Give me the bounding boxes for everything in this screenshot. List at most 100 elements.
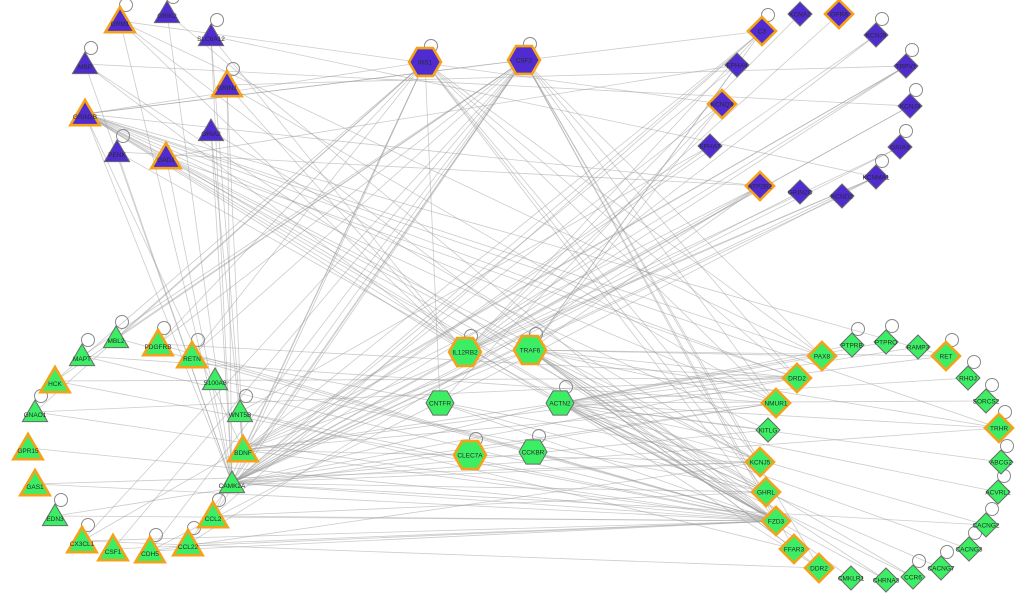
node-shape-RET[interactable] [930,340,962,372]
node-CLEC7A[interactable]: CLEC7A [452,439,488,471]
node-GRIK2[interactable]: GRIK2 [153,0,181,24]
node-shape-DRD2[interactable] [781,362,813,394]
node-IL12RB2[interactable]: IL12RB2 [447,336,483,368]
node-KCNMA1[interactable]: KCNMA1 [862,164,890,190]
node-MAPT[interactable]: MAPT [68,343,96,367]
node-SORCS2[interactable]: SORCS2 [973,388,1000,414]
node-GRIN1[interactable]: GRIN1 [210,68,244,98]
node-PTPRB[interactable]: PTPRB [839,332,865,358]
node-shape-GAD1[interactable] [149,140,183,170]
node-shape-GNAO1[interactable] [21,399,49,423]
node-DDR2[interactable]: DDR2 [803,552,835,584]
node-shape-WNT5B[interactable] [226,399,254,423]
node-shape-PAX8[interactable] [806,340,838,372]
node-shape-CX3CL1[interactable] [65,524,99,554]
node-shape-ATP2B2[interactable] [744,170,776,202]
node-shape-IL12RB2[interactable] [447,336,483,368]
node-GRIA3[interactable]: GRIA3 [887,134,913,160]
node-EPHA7[interactable]: EPHA7 [697,133,723,159]
node-GAS1[interactable]: GAS1 [18,467,52,497]
node-shape-GAS1[interactable] [18,467,52,497]
node-shape-FFAR3[interactable] [778,533,810,565]
node-shape-MBL2[interactable] [102,325,130,349]
node-shape-SORCS2[interactable] [973,388,999,414]
node-shape-CAMK2A[interactable] [218,470,246,494]
node-shape-CACNG3[interactable] [956,536,982,562]
node-shape-PTPRO[interactable] [873,329,899,355]
node-shape-CSF2[interactable] [506,44,542,76]
node-shape-KCNJ3[interactable] [897,93,923,119]
node-shape-GRIN2C[interactable] [787,179,813,205]
node-IRS1[interactable]: IRS1 [407,46,443,78]
node-shape-RAMP3[interactable] [905,334,931,360]
node-shape-C3[interactable] [746,15,778,47]
node-shape-EPHA7[interactable] [697,133,723,159]
node-shape-CDH5[interactable] [133,534,167,564]
node-shape-MBP[interactable] [71,51,99,75]
node-shape-BDNF[interactable] [226,433,260,463]
node-shape-CACNG7[interactable] [928,555,954,581]
node-GRIN2C[interactable]: GRIN2C [787,179,813,205]
node-GNAO1[interactable]: GNAO1 [21,399,49,423]
node-CSF2[interactable]: CSF2 [506,44,542,76]
node-shape-CLEC7A[interactable] [452,439,488,471]
node-MBP[interactable]: MBP [71,51,99,75]
node-shape-CACNG2[interactable] [973,512,999,538]
node-shape-S100A8[interactable] [201,367,229,391]
node-shape-SLC6A12[interactable] [197,23,225,47]
node-shape-CCR6[interactable] [900,564,926,590]
node-shape-CHRNA3[interactable] [873,567,899,593]
node-shape-EDN3[interactable] [41,503,69,527]
node-shape-GRM1[interactable] [103,4,137,34]
node-CHRNA3[interactable]: CHRNA3 [873,567,900,593]
node-shape-GRIK2[interactable] [153,0,181,24]
node-PDGFRB[interactable]: PDGFRB [141,327,175,357]
node-shape-FZD3[interactable] [760,505,792,537]
node-shape-GHRL[interactable] [750,476,782,508]
node-CCL2[interactable]: CCL2 [196,499,230,529]
node-shape-PDGFRB[interactable] [141,327,175,357]
node-KCNJ3[interactable]: KCNJ3 [897,93,923,119]
node-shape-RHOJ[interactable] [955,365,981,391]
node-shape-ACTN2[interactable] [545,390,575,416]
node-shape-MAPT[interactable] [68,343,96,367]
node-CACNG2[interactable]: CACNG2 [972,512,1000,538]
node-shape-KCND2[interactable] [829,183,855,209]
node-shape-TRPV1[interactable] [893,53,919,79]
node-shape-GPR15[interactable] [11,431,45,461]
node-CCR6[interactable]: CCR6 [900,564,926,590]
node-shape-KCNA1[interactable] [787,1,813,27]
node-shape-KITLG[interactable] [755,417,781,443]
node-shape-GRIA3[interactable] [887,134,913,160]
node-CACNG3[interactable]: CACNG3 [955,536,983,562]
node-PENK[interactable]: PENK [103,139,131,163]
node-shape-HCK[interactable] [38,364,72,394]
node-shape-GPR6[interactable] [823,0,855,30]
node-KCNQ3[interactable]: KCNQ3 [706,88,738,120]
node-shape-CSF1[interactable] [96,532,130,562]
node-CMKLR1[interactable]: CMKLR1 [838,565,865,591]
node-shape-IRS1[interactable] [407,46,443,78]
node-shape-GRIA2[interactable] [197,118,225,142]
node-shape-TRHR[interactable] [983,412,1015,444]
node-shape-KCNJ5[interactable] [744,446,776,478]
node-MBL2[interactable]: MBL2 [102,325,130,349]
node-RETN[interactable]: RETN [175,339,209,369]
node-shape-CNTFR[interactable] [425,390,455,416]
node-TRHR[interactable]: TRHR [983,412,1015,444]
node-TRPV1[interactable]: TRPV1 [893,53,919,79]
node-GRM1[interactable]: GRM1 [103,4,137,34]
node-shape-GRIN1[interactable] [210,68,244,98]
node-CSF1[interactable]: CSF1 [96,532,130,562]
node-shape-DDR2[interactable] [803,552,835,584]
node-FFAR3[interactable]: FFAR3 [778,533,810,565]
node-shape-NMUR1[interactable] [760,387,792,419]
node-shape-CCKBR[interactable] [518,439,548,465]
node-GHRL[interactable]: GHRL [750,476,782,508]
node-TRAF6[interactable]: TRAF6 [512,334,548,366]
node-KITLG[interactable]: KITLG [755,417,781,443]
node-shape-KCNJ9[interactable] [863,22,889,48]
node-shape-EPHA4[interactable] [724,52,750,78]
node-shape-TRAF6[interactable] [512,334,548,366]
